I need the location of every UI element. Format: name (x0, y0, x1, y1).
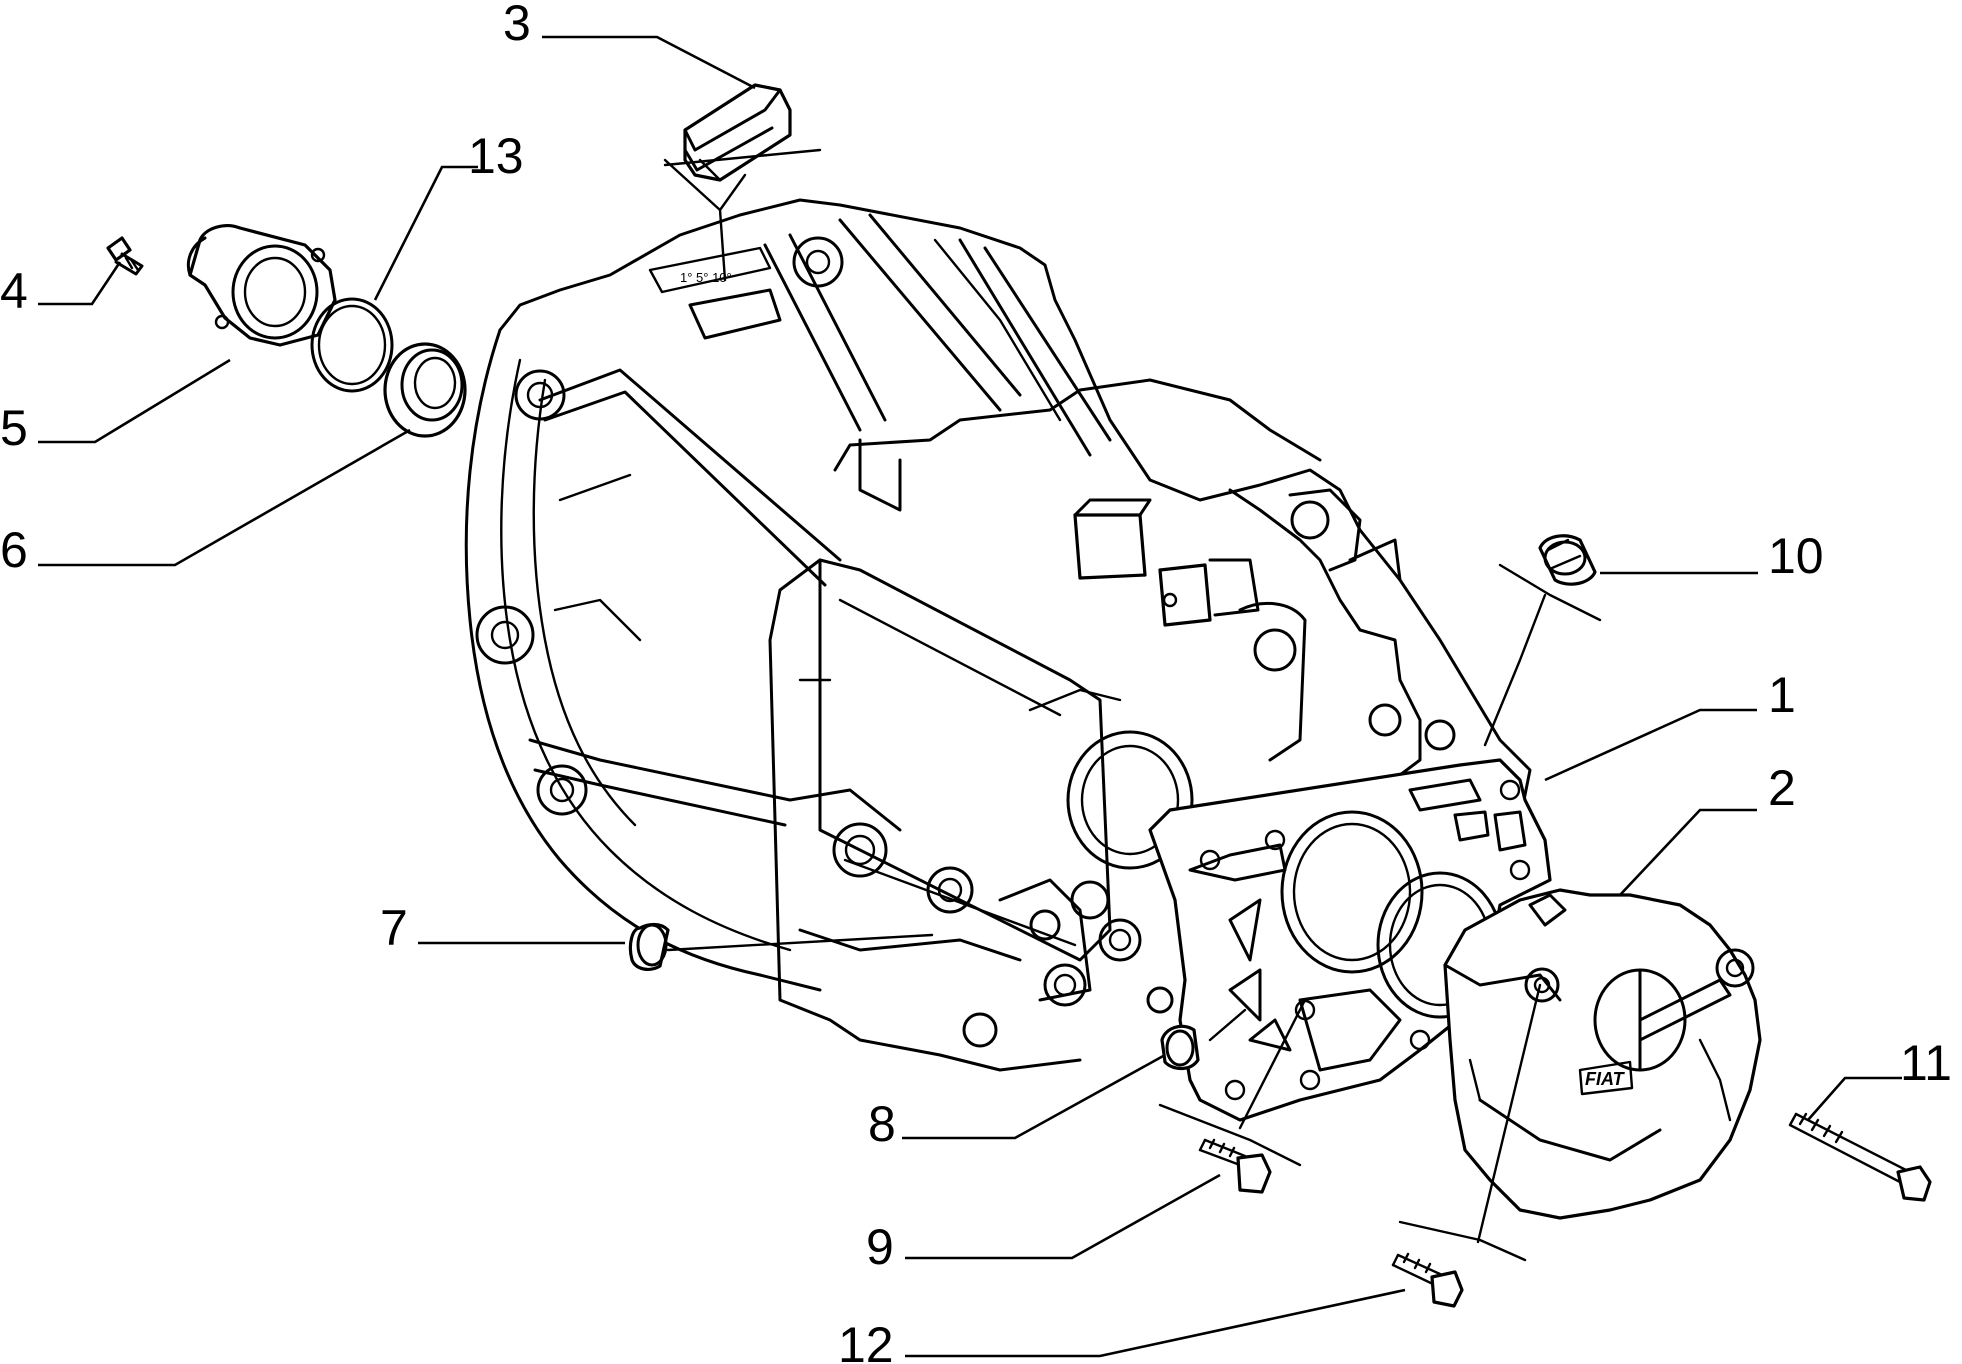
bearing-support (186, 224, 337, 347)
callout-leaders (38, 35, 1902, 1358)
leader-12 (905, 1288, 1406, 1358)
callout-8: 8 (868, 1096, 896, 1152)
leader-6 (38, 428, 411, 567)
leader-8 (902, 1053, 1166, 1140)
bolt-9 (1198, 1138, 1272, 1194)
leader-11 (1807, 1076, 1902, 1121)
gearbox-housing: 1° 5° 10° (464, 198, 1532, 1072)
leader-3 (542, 35, 756, 90)
oil-seal (383, 342, 467, 438)
plug-7 (628, 922, 670, 971)
bolt-12 (1391, 1252, 1464, 1308)
leader-1 (1544, 708, 1757, 782)
leader-5 (38, 358, 231, 444)
callout-11: 11 (1900, 1035, 1952, 1091)
long-bolt-11 (1788, 1112, 1932, 1202)
leader-13 (373, 165, 478, 301)
leader-9 (905, 1173, 1221, 1260)
stamp-marks: 1° 5° 10° (680, 270, 732, 285)
callout-12: 12 (838, 1317, 894, 1364)
callout-2: 2 (1768, 760, 1796, 816)
callout-4: 4 (0, 263, 28, 319)
leader-2 (1619, 808, 1757, 896)
plug-8 (1160, 1024, 1200, 1071)
callout-13: 13 (468, 128, 524, 184)
callout-3: 3 (503, 0, 531, 51)
cover-logo: FIAT (1585, 1069, 1626, 1089)
o-ring (310, 297, 394, 393)
callout-7: 7 (380, 900, 408, 956)
callout-1: 1 (1768, 667, 1796, 723)
callout-10: 10 (1768, 528, 1824, 584)
callout-9: 9 (866, 1219, 894, 1275)
leader-4 (38, 261, 122, 306)
end-cover: FIAT (1443, 888, 1762, 1220)
callout-6: 6 (0, 522, 28, 578)
rubber-boot (683, 83, 792, 182)
breather (1538, 534, 1597, 586)
reference-lines (663, 148, 1602, 1262)
small-screw (106, 236, 144, 276)
callout-5: 5 (0, 400, 28, 456)
